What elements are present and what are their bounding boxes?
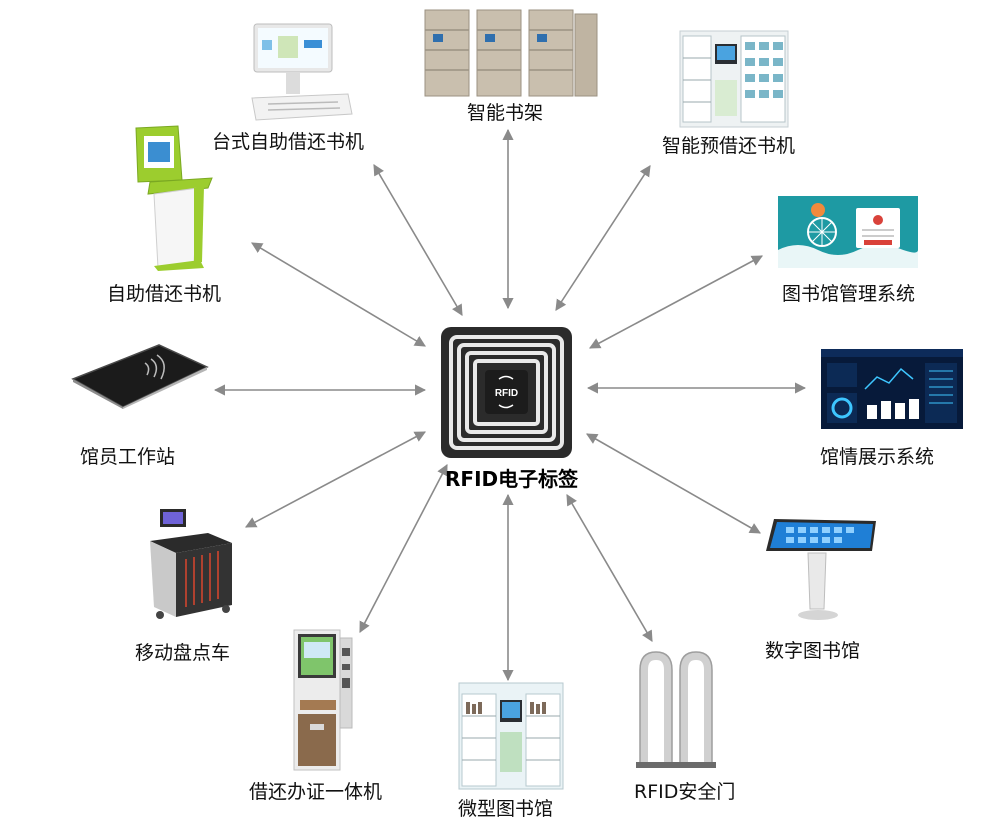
smart-bookshelf-icon [413, 6, 603, 98]
library-system-screen-icon [778, 196, 918, 268]
node-label-workstation: 馆员工作站 [80, 446, 176, 468]
rfid-tag-icon: RFID [441, 327, 572, 458]
node-label-cardmachine: 借还办证一体机 [249, 781, 383, 803]
node-label-reserve: 智能预借还书机 [662, 135, 796, 157]
security-gate-icon [634, 650, 718, 770]
arrow-cart [245, 431, 426, 528]
arrow-cardmachine [359, 464, 448, 633]
arrow-selfservice [251, 242, 426, 347]
touch-table-icon [762, 517, 878, 623]
desktop-kiosk-icon [248, 22, 356, 126]
dashboard-screen-icon [821, 349, 963, 429]
node-label-micro: 微型图书馆 [458, 798, 554, 820]
arrow-gate [566, 494, 653, 642]
node-label-selfservice: 自助借还书机 [107, 283, 222, 305]
card-issuing-machine-icon [290, 628, 356, 774]
node-label-cart: 移动盘点车 [135, 642, 231, 664]
node-label-gate: RFID安全门 [634, 781, 736, 803]
arrow-digital [586, 433, 761, 534]
arrow-desktop [373, 164, 463, 316]
reservation-cabinet-icon [679, 30, 789, 128]
arrow-reserve [555, 165, 651, 311]
chip-text: RFID [495, 388, 518, 399]
arrow-libsys [589, 255, 763, 349]
self-service-kiosk-icon [128, 124, 214, 272]
node-label-shelf: 智能书架 [467, 102, 544, 124]
center-label: RFID电子标签 [445, 467, 579, 491]
node-label-desktop: 台式自助借还书机 [212, 131, 365, 153]
node-label-display: 馆情展示系统 [820, 446, 935, 468]
inventory-cart-icon [146, 507, 238, 623]
node-label-digital: 数字图书馆 [765, 640, 861, 662]
reader-pad-icon [71, 343, 209, 409]
micro-library-icon [458, 682, 564, 792]
node-label-libsys: 图书馆管理系统 [782, 283, 916, 305]
